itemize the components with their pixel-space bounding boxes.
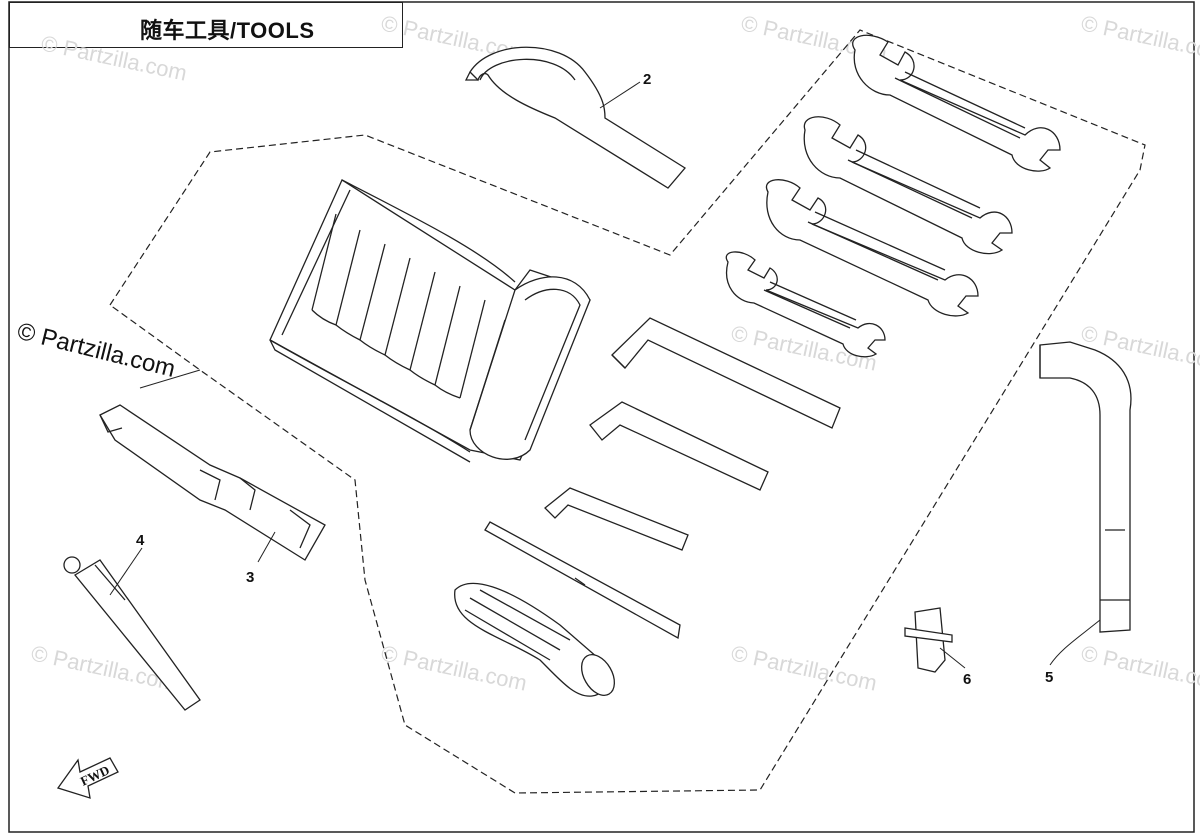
- pin-spanner: [466, 47, 685, 188]
- hex-key-large: [612, 318, 840, 428]
- hex-key-small: [545, 488, 688, 550]
- wrench: [726, 252, 885, 357]
- outer-frame: [9, 2, 1194, 832]
- tool-kit-boundary: [110, 30, 1145, 793]
- watermark: © Partzilla.com: [379, 640, 529, 695]
- callout-leader: [258, 532, 275, 562]
- watermark: © Partzilla.com: [39, 30, 189, 85]
- fwd-label: FWD: [78, 762, 112, 788]
- tool-bag: [270, 180, 590, 462]
- watermark-main: © Partzilla.com: [15, 318, 178, 383]
- watermark: © Partzilla.com: [1079, 640, 1200, 695]
- callout-leader: [140, 370, 200, 388]
- tommy-bar: [64, 557, 200, 710]
- callout-leader: [110, 548, 142, 595]
- retaining-clip: [905, 608, 952, 672]
- watermark: © Partzilla.com: [729, 640, 879, 695]
- l-box-wrench: [1040, 342, 1131, 632]
- wrench: [804, 117, 1012, 254]
- screwdriver: [455, 522, 680, 701]
- diagram-title: 随车工具/TOOLS: [140, 18, 315, 43]
- callout-number: 5: [1045, 669, 1053, 686]
- callout-leader: [600, 82, 640, 108]
- callout-number: 4: [136, 532, 145, 549]
- callout-number: 2: [643, 71, 651, 88]
- wrench: [766, 180, 978, 316]
- hex-keys: [545, 318, 840, 550]
- forward-arrow: FWD: [58, 758, 118, 798]
- callout-number: 6: [963, 671, 971, 688]
- wrench: [853, 35, 1060, 171]
- callout-number: 3: [246, 569, 254, 586]
- watermark: © Partzilla.com: [1079, 10, 1200, 65]
- open-end-wrenches: [726, 35, 1060, 356]
- callout-leader: [1050, 620, 1100, 665]
- box-spanner: [100, 405, 325, 560]
- callout-leader: [940, 648, 965, 668]
- hex-key-medium: [590, 402, 768, 490]
